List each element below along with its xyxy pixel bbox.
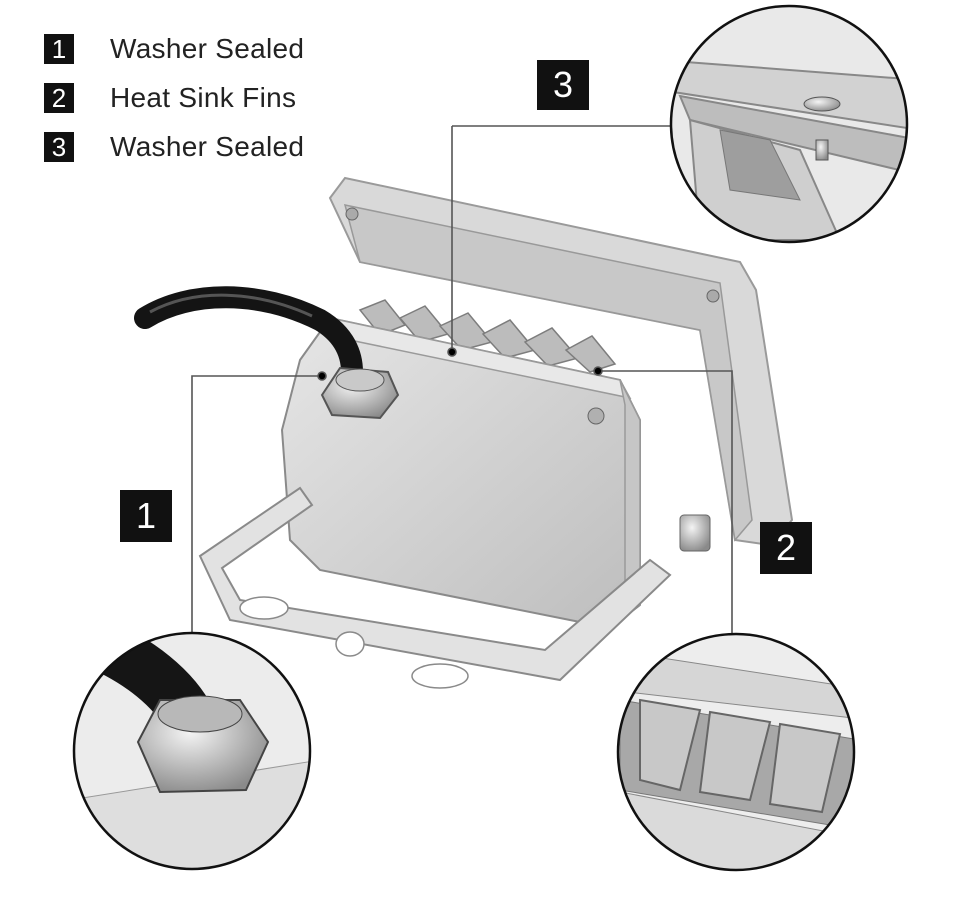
detail-circle-cable-gland bbox=[72, 631, 312, 871]
legend-item-3: 3 Washer Sealed bbox=[44, 122, 304, 171]
legend-number-3: 3 bbox=[44, 131, 74, 162]
callout-badge-3: 3 bbox=[537, 60, 589, 110]
legend-item-1: 1 Washer Sealed bbox=[44, 24, 304, 73]
legend-number-1: 1 bbox=[44, 33, 74, 64]
legend-label-2: Heat Sink Fins bbox=[110, 81, 297, 113]
heat-sink-fins bbox=[358, 299, 617, 373]
legend-number-2: 2 bbox=[44, 82, 74, 113]
legend-label-1: Washer Sealed bbox=[110, 32, 305, 64]
floodlight-illustration bbox=[134, 176, 794, 689]
detail-circle-heat-sink bbox=[616, 632, 856, 872]
legend-label-3: Washer Sealed bbox=[110, 130, 305, 162]
callout-badge-2: 2 bbox=[760, 522, 812, 574]
callout-lines bbox=[191, 125, 733, 636]
detail-circle-washer-frame bbox=[669, 4, 909, 244]
legend: 1 Washer Sealed 2 Heat Sink Fins 3 Washe… bbox=[44, 24, 304, 171]
legend-item-2: 2 Heat Sink Fins bbox=[44, 73, 304, 122]
callout-badge-1: 1 bbox=[120, 490, 172, 542]
